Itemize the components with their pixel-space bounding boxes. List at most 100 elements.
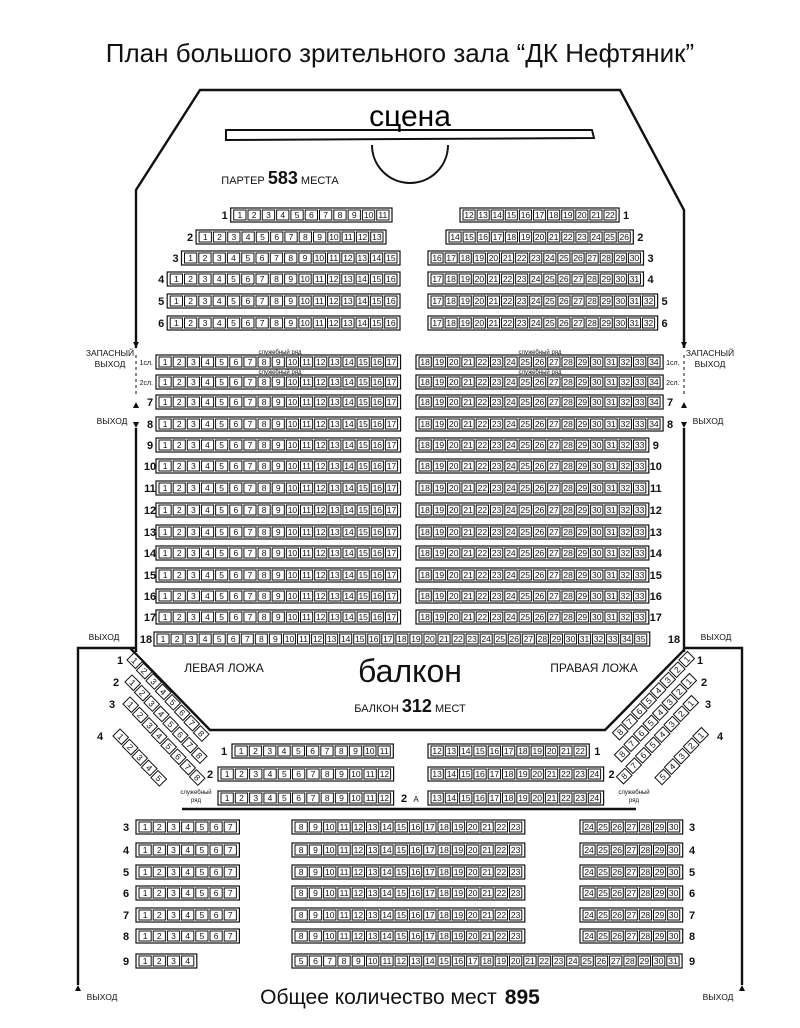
seat-24[interactable]: 24 — [582, 844, 596, 856]
seat-16[interactable]: 16 — [370, 460, 384, 472]
seat-box[interactable] — [430, 745, 444, 757]
seat-5[interactable]: 5 — [195, 866, 209, 878]
seat-box[interactable] — [334, 792, 349, 804]
seat-5[interactable]: 5 — [215, 504, 229, 516]
seat-box[interactable] — [141, 717, 159, 734]
seat-box[interactable] — [571, 252, 585, 264]
seat-30[interactable]: 30 — [590, 439, 604, 451]
seat-box[interactable] — [532, 376, 547, 388]
seat-2[interactable]: 2 — [121, 738, 139, 756]
seat-box[interactable] — [271, 418, 285, 430]
seat-18[interactable]: 18 — [502, 768, 516, 780]
seat-box[interactable] — [418, 526, 432, 538]
seat-box[interactable] — [241, 317, 255, 329]
seat-box[interactable] — [342, 526, 356, 538]
seat-box[interactable] — [532, 482, 547, 494]
seat-15[interactable]: 15 — [356, 590, 370, 602]
seat-32[interactable]: 32 — [618, 526, 633, 538]
seat-5[interactable]: 5 — [226, 273, 241, 285]
seat-box[interactable] — [451, 633, 465, 645]
seat-box[interactable] — [610, 821, 624, 833]
seat-4[interactable]: 4 — [152, 705, 170, 723]
seat-box[interactable] — [337, 844, 351, 856]
seat-box[interactable] — [604, 569, 618, 581]
seat-box[interactable] — [342, 356, 356, 368]
seat-22[interactable]: 22 — [573, 745, 587, 757]
seat-box[interactable] — [502, 745, 516, 757]
seat-30[interactable]: 30 — [613, 273, 627, 285]
seat-box[interactable] — [490, 590, 504, 602]
seat-9[interactable]: 9 — [313, 231, 327, 243]
seat-box[interactable] — [257, 590, 271, 602]
seat-box[interactable] — [458, 252, 472, 264]
seat-15[interactable]: 15 — [394, 844, 408, 856]
seat-1[interactable]: 1 — [220, 768, 234, 780]
seat-5[interactable]: 5 — [195, 821, 209, 833]
seat-box[interactable] — [138, 821, 152, 833]
seat-box[interactable] — [473, 792, 487, 804]
seat-box[interactable] — [300, 418, 314, 430]
seat-12[interactable]: 12 — [314, 504, 328, 516]
seat-box[interactable] — [682, 737, 700, 755]
seat-27[interactable]: 27 — [547, 396, 561, 408]
seat-box[interactable] — [462, 209, 476, 221]
seat-12[interactable]: 12 — [327, 295, 341, 307]
seat-box[interactable] — [152, 821, 166, 833]
seat-7[interactable]: 7 — [223, 930, 237, 942]
seat-box[interactable] — [285, 356, 300, 368]
seat-20[interactable]: 20 — [530, 768, 544, 780]
seat-box[interactable] — [257, 504, 271, 516]
seat-box[interactable] — [200, 504, 215, 516]
seat-4[interactable]: 4 — [200, 356, 215, 368]
seat-box[interactable] — [472, 317, 486, 329]
seat-box[interactable] — [342, 460, 356, 472]
seat-box[interactable] — [590, 504, 604, 516]
seat-box[interactable] — [447, 569, 461, 581]
seat-box[interactable] — [377, 768, 392, 780]
seat-31[interactable]: 31 — [604, 590, 618, 602]
seat-30[interactable]: 30 — [667, 930, 681, 942]
seat-box[interactable] — [461, 547, 475, 559]
seat-1[interactable]: 1 — [158, 526, 172, 538]
seat-box[interactable] — [186, 547, 200, 559]
seat-8[interactable]: 8 — [333, 209, 347, 221]
seat-33[interactable]: 33 — [633, 526, 647, 538]
seat-15[interactable]: 15 — [356, 482, 370, 494]
seat-box[interactable] — [418, 590, 432, 602]
seat-box[interactable] — [501, 252, 515, 264]
seat-26[interactable]: 26 — [557, 295, 571, 307]
seat-box[interactable] — [458, 295, 472, 307]
seat-4[interactable]: 4 — [263, 792, 277, 804]
seat-14[interactable]: 14 — [355, 273, 369, 285]
seat-7[interactable]: 7 — [255, 273, 269, 285]
seat-box[interactable] — [363, 745, 377, 757]
seat-box[interactable] — [186, 504, 200, 516]
seat-22[interactable]: 22 — [494, 844, 509, 856]
seat-box[interactable] — [323, 821, 337, 833]
seat-box[interactable] — [575, 460, 590, 472]
seat-box[interactable] — [557, 295, 571, 307]
seat-13[interactable]: 13 — [328, 460, 342, 472]
seat-box[interactable] — [229, 526, 243, 538]
seat-20[interactable]: 20 — [447, 376, 461, 388]
seat-28[interactable]: 28 — [535, 633, 549, 645]
seat-1[interactable]: 1 — [156, 633, 170, 645]
seat-box[interactable] — [351, 821, 366, 833]
seat-17[interactable]: 17 — [466, 955, 480, 967]
seat-box[interactable] — [370, 439, 384, 451]
seat-9[interactable]: 9 — [271, 590, 285, 602]
seat-box[interactable] — [328, 482, 342, 494]
seat-33[interactable]: 33 — [633, 439, 647, 451]
seat-5[interactable]: 5 — [644, 736, 662, 754]
seat-12[interactable]: 12 — [327, 273, 341, 285]
seat-14[interactable]: 14 — [342, 376, 356, 388]
seat-box[interactable] — [504, 482, 518, 494]
seat-box[interactable] — [461, 460, 475, 472]
seat-box[interactable] — [300, 356, 314, 368]
seat-29[interactable]: 29 — [653, 844, 667, 856]
seat-box[interactable] — [304, 209, 319, 221]
seat-28[interactable]: 28 — [638, 909, 653, 921]
seat-2[interactable]: 2 — [152, 821, 166, 833]
seat-18[interactable]: 18 — [418, 504, 432, 516]
seat-box[interactable] — [320, 792, 334, 804]
